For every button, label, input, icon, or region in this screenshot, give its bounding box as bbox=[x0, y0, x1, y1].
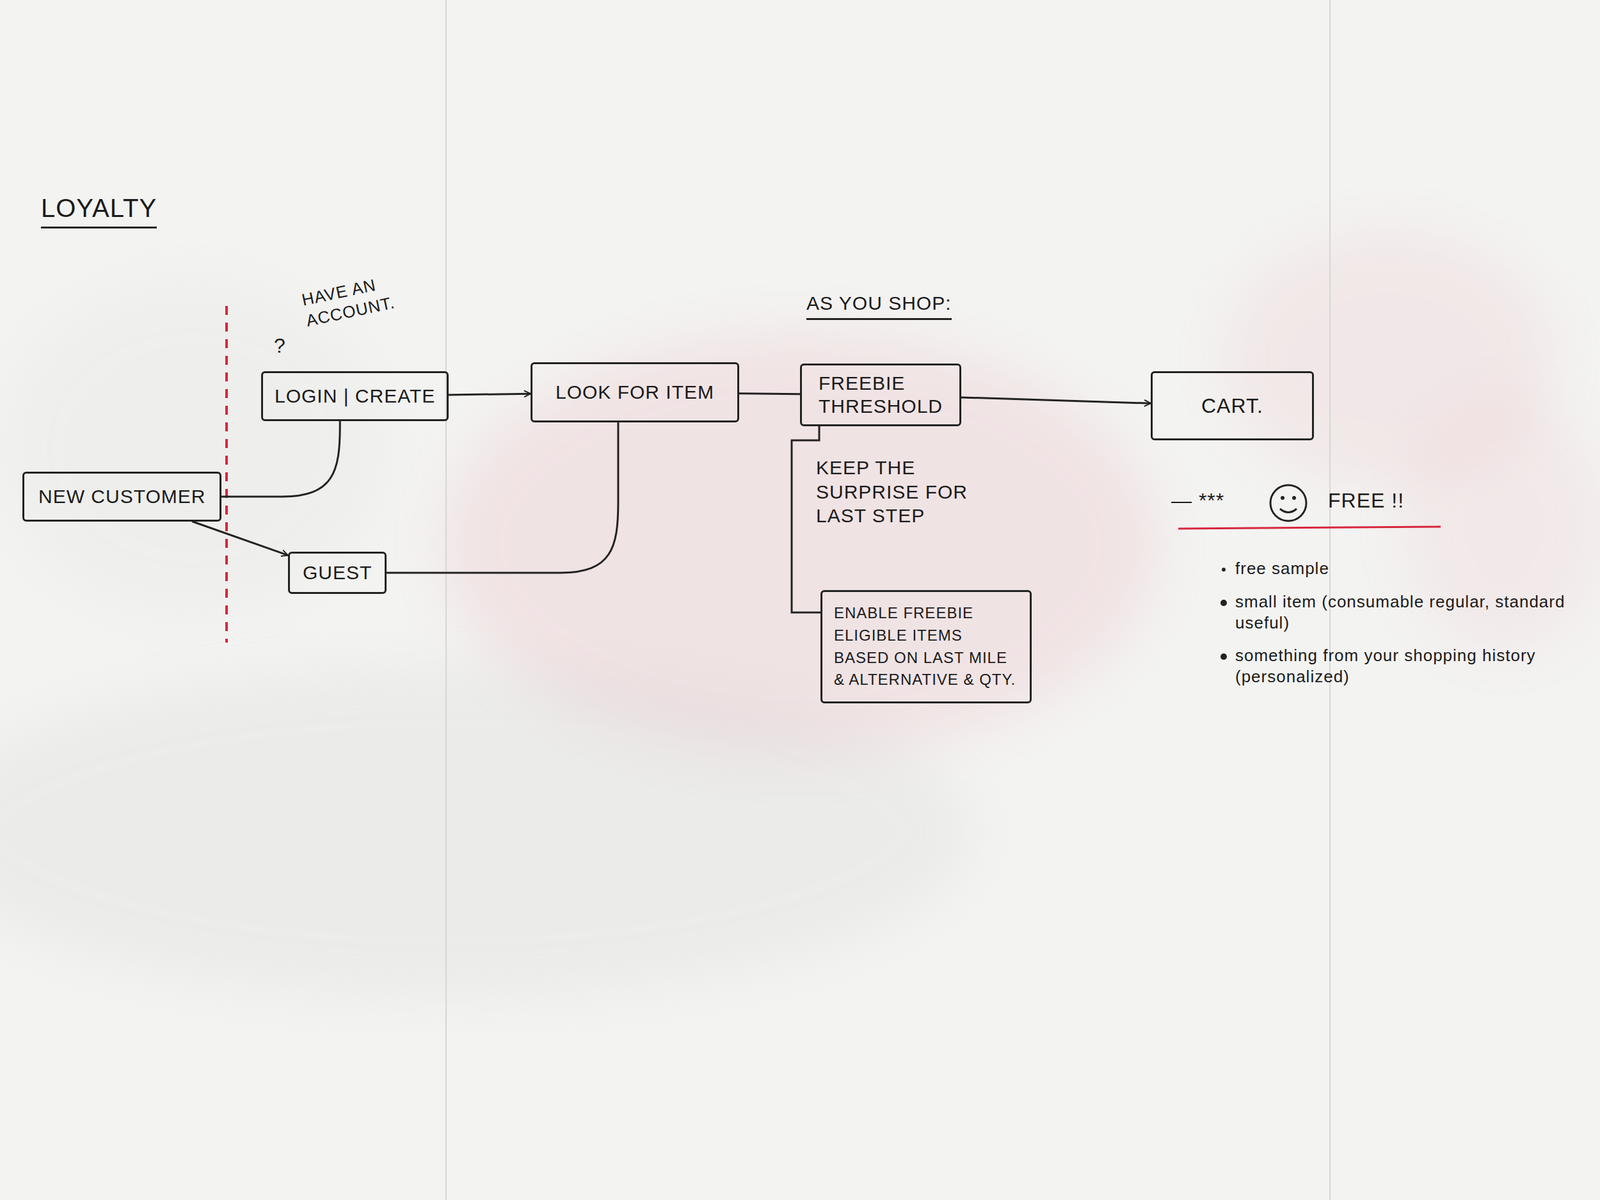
process-box: LOGIN | CREATE bbox=[261, 371, 449, 422]
annotation: — *** bbox=[1171, 487, 1225, 514]
process-box: CART. bbox=[1150, 371, 1314, 441]
connector bbox=[386, 422, 619, 573]
process-box: NEW CUSTOMER bbox=[22, 471, 222, 522]
process-box: FREEBIE THRESHOLD bbox=[800, 363, 962, 427]
annotation: HAVE AN ACCOUNT. bbox=[299, 263, 434, 331]
process-box: GUEST bbox=[288, 551, 387, 594]
box-text: ENABLE FREEBIE ELIGIBLE ITEMS BASED ON L… bbox=[833, 602, 1019, 692]
connector bbox=[192, 521, 288, 556]
annotation: AS YOU SHOP: bbox=[806, 291, 952, 320]
connector bbox=[961, 397, 1151, 404]
ghost-smudge bbox=[0, 665, 973, 999]
connector bbox=[739, 393, 800, 395]
divider-line bbox=[225, 305, 228, 643]
red-underline bbox=[1178, 526, 1441, 529]
ghost-smudge bbox=[1401, 396, 1600, 653]
connector bbox=[448, 393, 531, 395]
box-text: GUEST bbox=[302, 561, 372, 585]
process-box: ENABLE FREEBIE ELIGIBLE ITEMS BASED ON L… bbox=[820, 590, 1032, 704]
annotation: KEEP THE SURPRISE FOR LAST STEP bbox=[816, 455, 983, 528]
annotation: something from your shopping history (pe… bbox=[1235, 645, 1568, 687]
annotation: free sample bbox=[1235, 558, 1330, 580]
connector bbox=[222, 421, 341, 497]
box-text: LOOK FOR ITEM bbox=[555, 380, 715, 404]
box-text: LOGIN | CREATE bbox=[274, 384, 436, 408]
annotation: FREE !! bbox=[1328, 487, 1405, 514]
annotation: ? bbox=[273, 332, 287, 359]
board-title: LOYALTY bbox=[40, 192, 157, 229]
ghost-smudge bbox=[0, 281, 384, 615]
box-text: CART. bbox=[1201, 393, 1264, 418]
panel-seam bbox=[445, 0, 447, 1200]
process-box: LOOK FOR ITEM bbox=[530, 362, 740, 423]
smiley-face bbox=[1270, 485, 1307, 521]
bullet-dot bbox=[1220, 599, 1227, 607]
box-text: NEW CUSTOMER bbox=[38, 485, 206, 509]
bullet-dot bbox=[1220, 653, 1227, 660]
bullet-dot bbox=[1221, 567, 1226, 572]
box-text: FREEBIE THRESHOLD bbox=[818, 371, 943, 418]
annotation: small item (consumable regular, standard… bbox=[1235, 591, 1568, 633]
